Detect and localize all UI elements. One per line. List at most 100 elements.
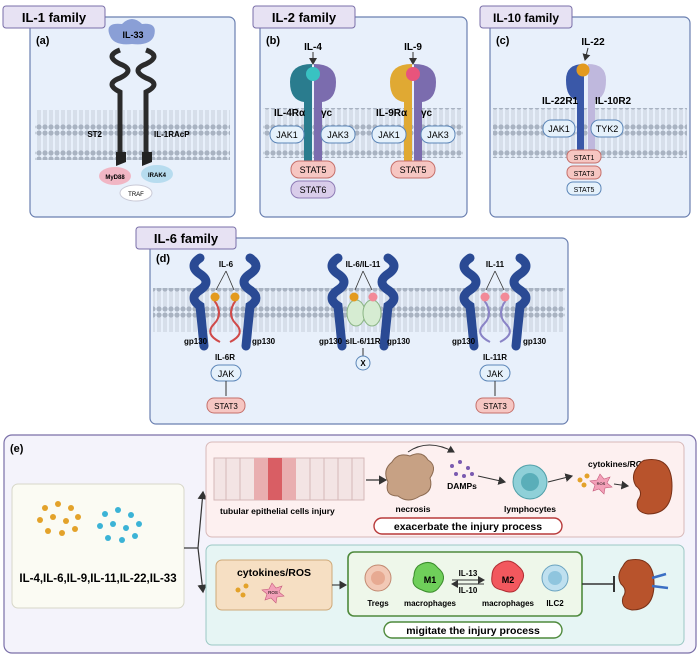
il4-ligand	[306, 67, 320, 81]
mitigate-banner: migitate the injury process	[406, 625, 540, 637]
st2-receptor	[109, 47, 131, 152]
traf-label: TRAF	[128, 192, 144, 198]
il1-panel-label: (a)	[36, 35, 50, 47]
jak1-label: JAK1	[276, 130, 298, 140]
stat5-label: STAT5	[300, 165, 327, 175]
macrophages-label-2: macrophages	[482, 599, 535, 608]
myd88-label: MyD88	[105, 175, 125, 181]
panel-il1: IL-1 family (a) IL-33 ST2 IL-1RAcP MyD88…	[2, 5, 236, 218]
injured-kidney	[632, 459, 673, 515]
gp130-label-5: gp130	[452, 337, 476, 346]
tregs-label: Tregs	[367, 599, 389, 608]
il4ra-label: IL-4Rα	[274, 108, 306, 119]
tubular-label: tubular epithelial cells injury	[220, 506, 335, 516]
il10-title: IL-10 family	[493, 11, 559, 25]
il6-title: IL-6 family	[154, 231, 219, 246]
stat3-box-c	[566, 165, 602, 180]
bottom-ros-label: ROS	[268, 590, 278, 595]
il6-complex-3: IL-11 gp130 gp130 IL-11R JAK STAT3	[452, 253, 547, 414]
gp130-label-3: gp130	[319, 337, 343, 346]
damps-dots	[450, 460, 474, 478]
sil6-11r-label: sIL-6/11R	[345, 337, 380, 346]
stat1-box	[566, 149, 602, 164]
il2-panel-label: (b)	[266, 35, 280, 47]
panel-il2: IL-2 family (b) IL-4 IL-4Rα γc IL-9 IL-9…	[252, 5, 468, 218]
jak1-label-2: JAK1	[378, 130, 400, 140]
stat5-label-c: STAT5	[574, 187, 595, 194]
bottom-cytokines-label: cytokines/ROS	[237, 567, 311, 579]
irak4-label: IRAK4	[148, 173, 167, 179]
tyk2-box	[590, 119, 624, 138]
stat5-box-2	[390, 160, 436, 179]
stat5-label-2: STAT5	[400, 165, 427, 175]
il1racp-label: IL-1RAcP	[154, 130, 190, 139]
il22r1-receptor	[566, 64, 584, 160]
il1-ligand-label: IL-33	[122, 30, 143, 40]
jak3-box-2	[420, 125, 456, 144]
jak1-label-c: JAK1	[548, 124, 570, 134]
myd88-shape	[99, 167, 131, 185]
il9ra-label: IL-9Rα	[376, 108, 408, 119]
il11r-label: IL-11R	[483, 353, 507, 362]
m1-macrophage	[412, 562, 444, 593]
il9ra-receptor	[390, 64, 412, 162]
gc-receptor	[314, 64, 336, 162]
tyk2-label: TYK2	[596, 124, 619, 134]
il10-label: IL-10	[459, 586, 478, 595]
gp130-label-6: gp130	[523, 337, 547, 346]
il10-panel-label: (c)	[496, 35, 510, 47]
panel-e-label: (e)	[10, 443, 24, 455]
panel-il6: IL-6 family (d) IL-6 gp130 gp130 IL-6R J…	[135, 226, 569, 425]
il33-ligand-shape	[108, 19, 155, 45]
lymphocytes-label: lymphocytes	[504, 504, 556, 514]
stat5-box-c	[566, 181, 602, 196]
jak3-label: JAK3	[327, 130, 349, 140]
necrosis-cell	[385, 453, 434, 501]
il6-il11-ligand-label: IL-6/IL-11	[346, 260, 381, 269]
gc-label-1: γc	[321, 108, 333, 119]
il6-complex-1: IL-6 gp130 gp130 IL-6R JAK STAT3	[184, 253, 276, 414]
gp130-label-2: gp130	[252, 337, 276, 346]
jak3-label-2: JAK3	[427, 130, 449, 140]
il9-label: IL-9	[404, 42, 422, 53]
il4-label: IL-4	[304, 42, 322, 53]
il22r1-label: IL-22R1	[542, 96, 579, 107]
stat1-label: STAT1	[574, 155, 595, 162]
il22-ligand	[576, 63, 590, 77]
il6-ligand-label: IL-6	[219, 260, 234, 269]
m1-label: M1	[424, 575, 437, 585]
tubular-cells	[213, 457, 365, 501]
membrane	[35, 110, 230, 160]
panel-e: (e) IL-4,IL-6,IL-9,IL-11,IL-22,IL-33	[3, 434, 697, 654]
jak-label-2: JAK	[487, 369, 504, 379]
traf-shape	[119, 184, 153, 202]
necrosis-label: necrosis	[396, 504, 431, 514]
ilc2-label: ILC2	[546, 599, 564, 608]
protected-kidney	[618, 559, 655, 611]
panel-il10: IL-10 family (c) IL-22 IL-22R1 IL-10R2 J…	[479, 5, 691, 218]
m2-macrophage	[491, 560, 524, 593]
st2-label: ST2	[87, 130, 102, 139]
exacerbate-banner: exacerbate the injury process	[394, 521, 542, 533]
il6-complex-2: IL-6/IL-11 gp130 gp130 sIL-6/11R X	[319, 253, 411, 371]
jak-label-1: JAK	[218, 369, 235, 379]
il1racp-receptor	[135, 47, 157, 152]
gc-receptor-2	[414, 64, 436, 162]
stat6-label: STAT6	[300, 185, 327, 195]
il13-label: IL-13	[459, 569, 478, 578]
il2-title: IL-2 family	[272, 10, 337, 25]
gc-label-2: γc	[421, 108, 433, 119]
cytokine-dots	[37, 501, 142, 543]
top-cytokines-label: cytokines/ROS	[588, 459, 648, 469]
il10r2-label: IL-10R2	[595, 96, 632, 107]
macrophages-label-1: macrophages	[404, 599, 457, 608]
jak1-box-c	[542, 119, 576, 138]
jak1-box-2	[371, 125, 407, 144]
il10r2-receptor	[588, 64, 606, 160]
il4ra-receptor	[290, 64, 312, 162]
cytokine-list: IL-4,IL-6,IL-9,IL-11,IL-22,IL-33	[19, 573, 176, 585]
jak3-box	[320, 125, 356, 144]
damps-label: DAMPs	[447, 481, 477, 491]
